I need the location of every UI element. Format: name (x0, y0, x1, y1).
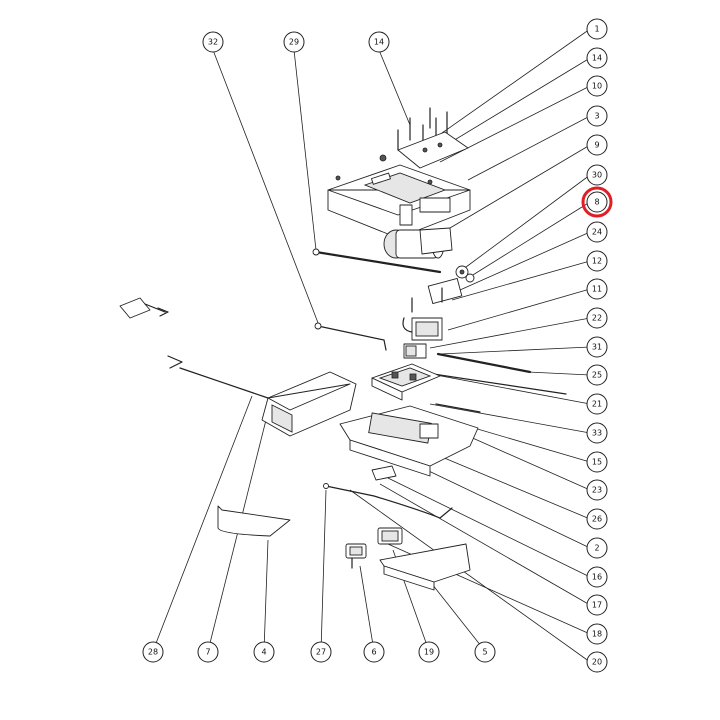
callout-16: 16 (586, 566, 608, 588)
callout-15: 15 (586, 451, 608, 473)
svg-text:24: 24 (592, 228, 602, 237)
callout-18: 18 (586, 623, 608, 645)
small-bracket (371, 465, 397, 481)
relay-block (403, 343, 427, 359)
svg-text:26: 26 (592, 515, 602, 524)
svg-text:6: 6 (371, 648, 376, 657)
svg-text:11: 11 (592, 285, 602, 294)
callout-24: 24 (586, 221, 608, 243)
callout-28: 28 (142, 641, 164, 663)
svg-text:14: 14 (592, 54, 602, 63)
svg-text:28: 28 (148, 648, 158, 657)
rail-rod (312, 248, 442, 274)
callout-27: 27 (310, 641, 332, 663)
svg-text:27: 27 (316, 648, 326, 657)
transformer (402, 317, 443, 341)
light-cover (179, 367, 357, 437)
svg-text:2: 2 (594, 544, 599, 553)
lower-tray (379, 543, 471, 591)
callout-33: 33 (586, 422, 608, 444)
drive-gear (455, 265, 475, 283)
mounting-plate (397, 131, 469, 169)
callout-9: 9 (586, 134, 608, 156)
callout-29: 29 (283, 31, 305, 53)
safety-wire (323, 483, 453, 519)
svg-text:17: 17 (592, 601, 602, 610)
callouts: 1 14 10 3 9 30 8 24 12 11 22 31 25 21 33… (142, 18, 613, 673)
top-housing (327, 154, 471, 239)
svg-text:31: 31 (592, 343, 602, 352)
svg-text:1: 1 (594, 25, 599, 34)
svg-text:19: 19 (424, 648, 434, 657)
svg-text:22: 22 (592, 314, 602, 323)
svg-text:5: 5 (482, 648, 487, 657)
svg-text:23: 23 (592, 486, 602, 495)
lens (217, 505, 291, 537)
callout-31: 31 (586, 336, 608, 358)
callout-19: 19 (418, 641, 440, 663)
callout-30: 30 (586, 164, 608, 186)
callout-20: 20 (586, 651, 608, 673)
control-board (371, 363, 441, 401)
base-housing (339, 403, 481, 477)
callout-12: 12 (586, 250, 608, 272)
svg-text:14: 14 (374, 38, 384, 47)
power-plug (119, 297, 169, 319)
svg-text:25: 25 (592, 371, 602, 380)
callout-14-top: 14 (368, 31, 390, 53)
callout-5: 5 (474, 641, 496, 663)
leader-lines (152, 28, 591, 663)
svg-text:18: 18 (592, 630, 602, 639)
sensor-right (377, 527, 403, 545)
svg-text:21: 21 (592, 400, 602, 409)
svg-text:16: 16 (592, 573, 602, 582)
svg-text:9: 9 (594, 141, 599, 150)
callout-11: 11 (586, 278, 608, 300)
svg-text:20: 20 (592, 658, 602, 667)
callout-22: 22 (586, 307, 608, 329)
guide-rod (419, 352, 567, 395)
callout-17: 17 (586, 594, 608, 616)
callout-14-right: 14 (586, 47, 608, 69)
svg-text:15: 15 (592, 458, 602, 467)
sensor-left (345, 543, 367, 569)
svg-text:33: 33 (592, 429, 602, 438)
svg-text:8: 8 (594, 198, 599, 207)
svg-text:29: 29 (289, 38, 299, 47)
svg-text:32: 32 (208, 38, 218, 47)
svg-text:7: 7 (205, 648, 210, 657)
callout-8[interactable]: 8 (581, 186, 613, 218)
callout-3: 3 (586, 105, 608, 127)
cable (314, 322, 387, 351)
highlight-ring (581, 186, 613, 218)
svg-text:3: 3 (594, 112, 599, 121)
callout-10: 10 (586, 75, 608, 97)
svg-text:4: 4 (261, 648, 266, 657)
callout-26: 26 (586, 508, 608, 530)
callout-1: 1 (586, 18, 608, 40)
callout-21: 21 (586, 393, 608, 415)
motor (383, 227, 453, 259)
callout-25: 25 (586, 364, 608, 386)
callout-4: 4 (253, 641, 275, 663)
cable-end-marker (167, 355, 183, 369)
svg-text:12: 12 (592, 257, 602, 266)
callout-7: 7 (197, 641, 219, 663)
svg-text:30: 30 (592, 171, 602, 180)
bracket (411, 277, 463, 313)
callout-23: 23 (586, 479, 608, 501)
callout-32: 32 (202, 31, 224, 53)
svg-text:10: 10 (592, 82, 602, 91)
callout-6: 6 (363, 641, 385, 663)
callout-2: 2 (586, 537, 608, 559)
